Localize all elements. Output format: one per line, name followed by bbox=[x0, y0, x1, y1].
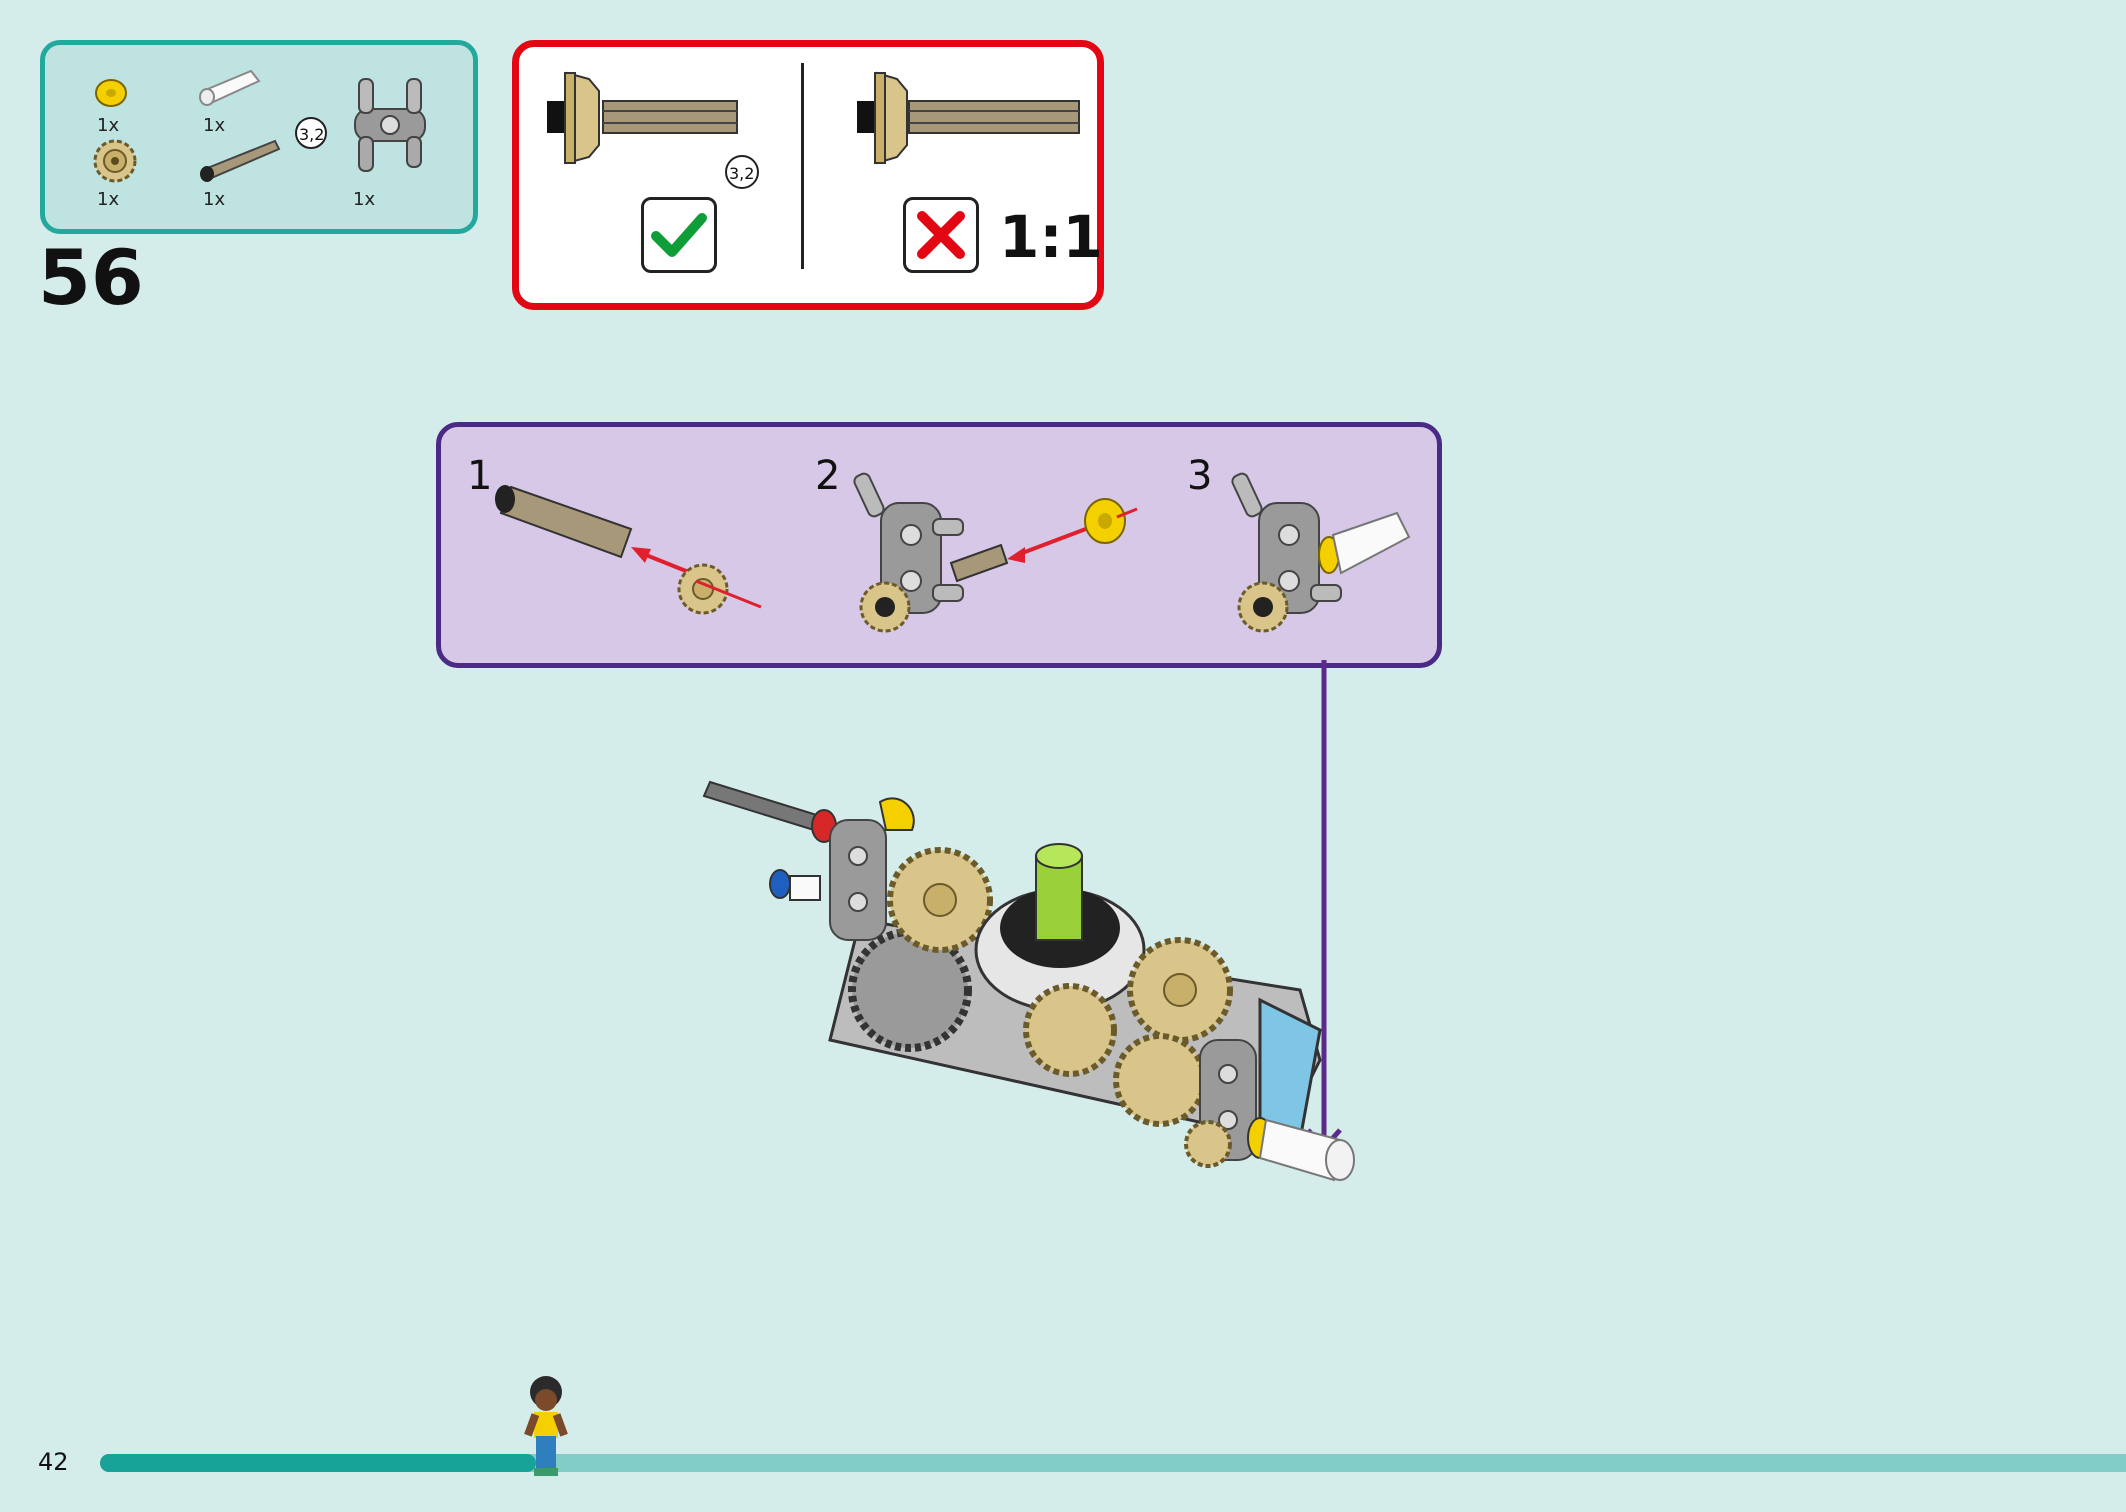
substep-number-1: 1 bbox=[467, 453, 493, 499]
parts-list-box: 1x 1x 1x 3,2 1x 1x bbox=[40, 40, 478, 234]
wrong-box bbox=[903, 197, 979, 273]
qty-white-axle: 1x bbox=[203, 115, 226, 136]
yellow-bush-icon bbox=[95, 79, 127, 107]
gear-on-axle-correct bbox=[547, 71, 738, 165]
hint-box: 3,2 1:1 bbox=[512, 40, 1104, 310]
length-badge-text: 3,2 bbox=[729, 164, 755, 183]
page-number: 42 bbox=[38, 1448, 69, 1476]
step-number: 56 bbox=[38, 233, 144, 322]
progress-bar-fill bbox=[100, 1454, 536, 1472]
length-badge-text: 3,2 bbox=[299, 125, 325, 144]
gear-on-axle-wrong bbox=[857, 71, 1080, 165]
qty-tan-axle: 1x bbox=[203, 189, 226, 210]
qty-bevel-gear: 1x bbox=[97, 189, 120, 210]
substep-3-illustration bbox=[1231, 472, 1411, 633]
minifigure-icon bbox=[524, 1376, 568, 1476]
substep-box: 1 2 3 bbox=[436, 422, 1442, 668]
white-axle-icon bbox=[199, 69, 261, 106]
tan-axle-icon bbox=[200, 139, 281, 182]
substep-number-2: 2 bbox=[815, 453, 841, 499]
length-badge-icon bbox=[725, 155, 759, 189]
grey-connector-icon bbox=[354, 78, 426, 172]
cross-icon bbox=[917, 211, 965, 259]
length-badge-icon bbox=[295, 117, 327, 149]
scale-label: 1:1 bbox=[999, 203, 1103, 271]
divider bbox=[801, 63, 804, 269]
substep-2-illustration bbox=[853, 472, 1138, 633]
correct-box bbox=[641, 197, 717, 273]
checkmark-icon bbox=[651, 213, 707, 257]
qty-grey-connector: 1x bbox=[353, 189, 376, 210]
bevel-gear-icon bbox=[93, 139, 137, 183]
substep-1-illustration bbox=[495, 485, 762, 615]
progress-track bbox=[100, 1454, 2126, 1472]
qty-yellow-bush: 1x bbox=[97, 115, 120, 136]
main-model-illustration bbox=[702, 780, 1355, 1182]
substep-number-3: 3 bbox=[1187, 453, 1213, 499]
